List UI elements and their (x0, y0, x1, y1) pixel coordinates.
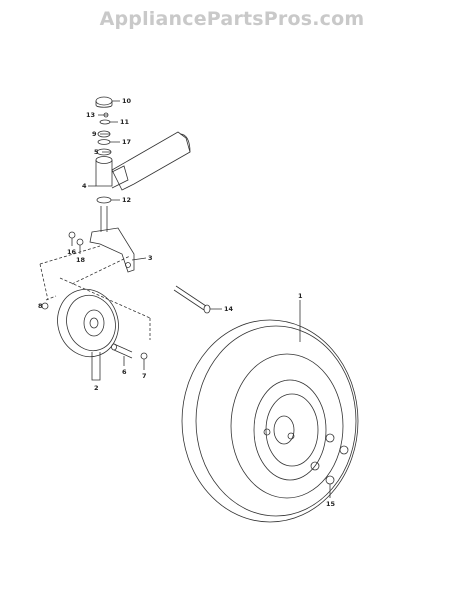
axle-bolt-14 (173, 285, 207, 311)
bearing-12 (96, 196, 112, 204)
callout-6: 6 (122, 368, 127, 376)
callout-18: 18 (76, 256, 86, 264)
callout-9: 9 (92, 130, 97, 138)
callout-17: 17 (122, 138, 131, 146)
washer-11 (99, 119, 111, 125)
callout-8: 8 (38, 302, 43, 310)
nut-18 (76, 238, 84, 246)
callout-7: 7 (142, 372, 147, 380)
callout-16: 16 (67, 248, 77, 256)
lug-nut (310, 461, 320, 471)
spindle-housing (95, 160, 113, 187)
callout-15: 15 (326, 500, 336, 508)
spacer-6 (113, 343, 133, 359)
callout-4: 4 (82, 182, 87, 190)
lug-nut (325, 475, 335, 485)
caster-fork (89, 227, 135, 273)
callout-11: 11 (120, 118, 130, 126)
lug-nut (325, 433, 335, 443)
nut-8 (41, 302, 49, 310)
lug-nut (339, 445, 349, 455)
drive-rim (253, 379, 327, 481)
callout-2: 2 (94, 384, 99, 392)
spindle-shaft (100, 206, 108, 232)
callout-3: 3 (148, 254, 153, 262)
assembly-dashes (39, 245, 151, 340)
nut-7 (140, 352, 148, 360)
callout-13: 13 (86, 111, 95, 119)
callout-14: 14 (224, 305, 234, 313)
bolt-16 (68, 231, 76, 239)
callout-1: 1 (298, 292, 303, 300)
washer-17 (97, 139, 111, 145)
callout-5: 5 (94, 148, 99, 156)
drive-tire (181, 319, 359, 523)
watermark-logo: AppliancePartsPros.com (99, 8, 365, 30)
dust-cap (95, 96, 113, 106)
caster-wheel (57, 288, 119, 358)
callout-12: 12 (122, 196, 131, 204)
callout-10: 10 (122, 97, 132, 105)
